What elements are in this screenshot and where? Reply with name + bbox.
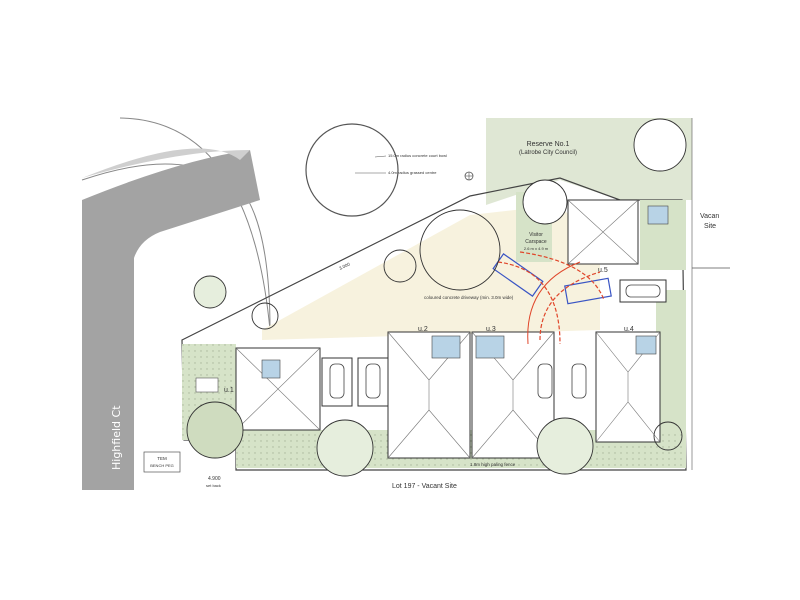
tree-icon — [193, 275, 227, 309]
unit-2-wet-area — [431, 335, 461, 359]
tree-icon — [419, 209, 501, 291]
tree-icon — [653, 421, 683, 451]
court-bowl-label-1: 15.0m radius concrete court bowl — [388, 153, 447, 158]
driveway-area — [262, 205, 600, 340]
tree-icon — [536, 417, 594, 475]
unit-5: u.5 — [567, 199, 669, 303]
lot-197-label: Lot 197 - Vacant Site — [392, 483, 457, 490]
tree-icon — [316, 419, 374, 477]
court-bowl-label-2: 4.0m radius grassed centre — [388, 170, 437, 175]
tree-icon — [186, 401, 244, 459]
dim-4900: 4.900 — [208, 476, 221, 482]
vacant-site-label-1: Vacan — [700, 213, 719, 220]
court-bowl-circle — [305, 123, 399, 217]
tree-icon — [251, 302, 279, 330]
unit-2: u.2 — [387, 326, 471, 459]
bench-peg-line-1: TEM — [157, 456, 167, 461]
unit-2-label: u.2 — [418, 326, 428, 333]
bench-peg-line-2: BENCH PEG — [150, 463, 174, 468]
dim-setback: set back — [206, 483, 221, 488]
unit-3-label: u.3 — [486, 326, 496, 333]
unit-3-wet-area — [475, 335, 505, 359]
road-verge — [82, 148, 250, 178]
unit-4-wet-area — [635, 335, 657, 355]
fence-label: 1.8m high paling fence — [470, 462, 516, 467]
car-5 — [625, 284, 661, 298]
visitor-line-1: Visitor — [529, 232, 543, 238]
visitor-carspace: Visitor Carspace 2.6 m x 4.9 m — [524, 232, 549, 251]
tree-icon — [522, 179, 568, 225]
tree-icon — [633, 118, 687, 172]
vacant-site-label-2: Site — [704, 223, 716, 230]
unit-1-stair — [195, 377, 219, 393]
road-label-lower: Highfield Ct — [110, 405, 123, 470]
bench-peg-box: TEM BENCH PEG — [143, 451, 181, 473]
road-highfield — [82, 150, 260, 490]
visitor-line-2: Carspace — [525, 239, 547, 245]
vehicle-swept-path — [492, 251, 612, 345]
unit-4-label: u.4 — [624, 326, 634, 333]
car-3 — [537, 363, 553, 399]
survey-mark-icon — [464, 171, 474, 181]
car-2 — [365, 363, 381, 399]
reserve-title: Reserve No.1 — [527, 141, 570, 148]
visitor-line-3: 2.6 m x 4.9 m — [524, 246, 549, 251]
unit-5-wet-area — [647, 205, 669, 225]
unit-1-wet-area — [261, 359, 281, 379]
tree-icon — [383, 249, 417, 283]
unit-5-label: u.5 — [598, 267, 608, 274]
unit-1-label: u.1 — [224, 387, 234, 394]
car-1 — [329, 363, 345, 399]
driveway-label: coloured concrete driveway (min. 3.0m wi… — [424, 295, 514, 300]
tree-canopies — [186, 118, 687, 477]
unit-1: u.1 — [195, 347, 321, 431]
unit-4: u.4 — [595, 326, 661, 443]
reserve-subtitle: (Latrobe City Council) — [519, 150, 577, 156]
dim-3000: 3.000 — [338, 261, 351, 271]
car-4 — [571, 363, 587, 399]
